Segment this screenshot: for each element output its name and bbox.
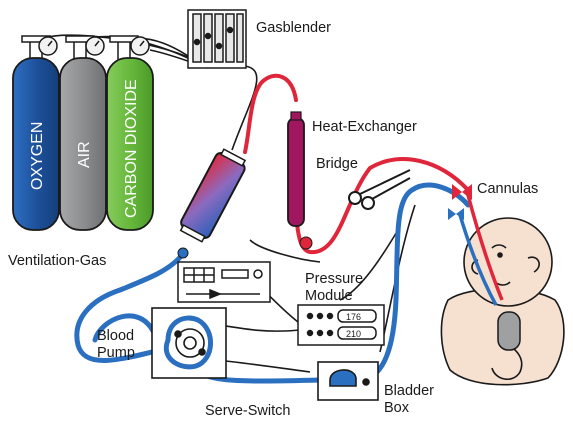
blood-pump-label-line1: Blood <box>97 328 134 344</box>
bridge-clamp-icon <box>348 169 411 210</box>
pressure-module-device <box>297 304 385 346</box>
gasblender-device <box>187 9 247 69</box>
gasblender-label: Gasblender <box>256 20 331 36</box>
serve-switch-label: Serve-Switch <box>205 403 290 419</box>
pressure-module-label-line1: Pressure <box>305 271 363 287</box>
pressure-value-1: 176 <box>346 312 361 322</box>
bladder-box-label-line1: Bladder <box>384 383 434 399</box>
heat-exchanger-device <box>287 111 313 250</box>
blood-pump-label-line2: Pump <box>97 345 135 361</box>
oxygenator <box>177 148 247 259</box>
bladder-box-device <box>317 361 379 401</box>
co2-tank-label: CARBON DIOXIDE <box>123 79 140 218</box>
bladder-box-label-line2: Box <box>384 400 410 416</box>
co2-valve-icon <box>109 35 150 61</box>
pressure-module-label-line2: Module <box>305 288 353 304</box>
air-valve-icon <box>65 35 105 61</box>
blood-pump-device <box>151 307 227 379</box>
heat-exchanger-label: Heat-Exchanger <box>312 119 417 135</box>
oxygen-tank-label: OXYGEN <box>29 122 46 190</box>
pressure-value-2: 210 <box>346 329 361 339</box>
cannulas-label: Cannulas <box>477 181 538 197</box>
oxygen-tank: OXYGEN <box>12 57 60 231</box>
air-tank-label: AIR <box>76 141 93 168</box>
oxygen-valve-icon <box>21 35 58 61</box>
gas-tanks: OXYGEN AIR CARBON DIOXIDE <box>12 35 154 231</box>
co2-tank: CARBON DIOXIDE <box>106 57 154 231</box>
air-tank: AIR <box>59 57 107 231</box>
bridge-label: Bridge <box>316 156 358 172</box>
control-monitor <box>177 261 271 303</box>
ventilation-gas-label: Ventilation-Gas <box>8 253 106 269</box>
infant-patient <box>440 194 565 386</box>
